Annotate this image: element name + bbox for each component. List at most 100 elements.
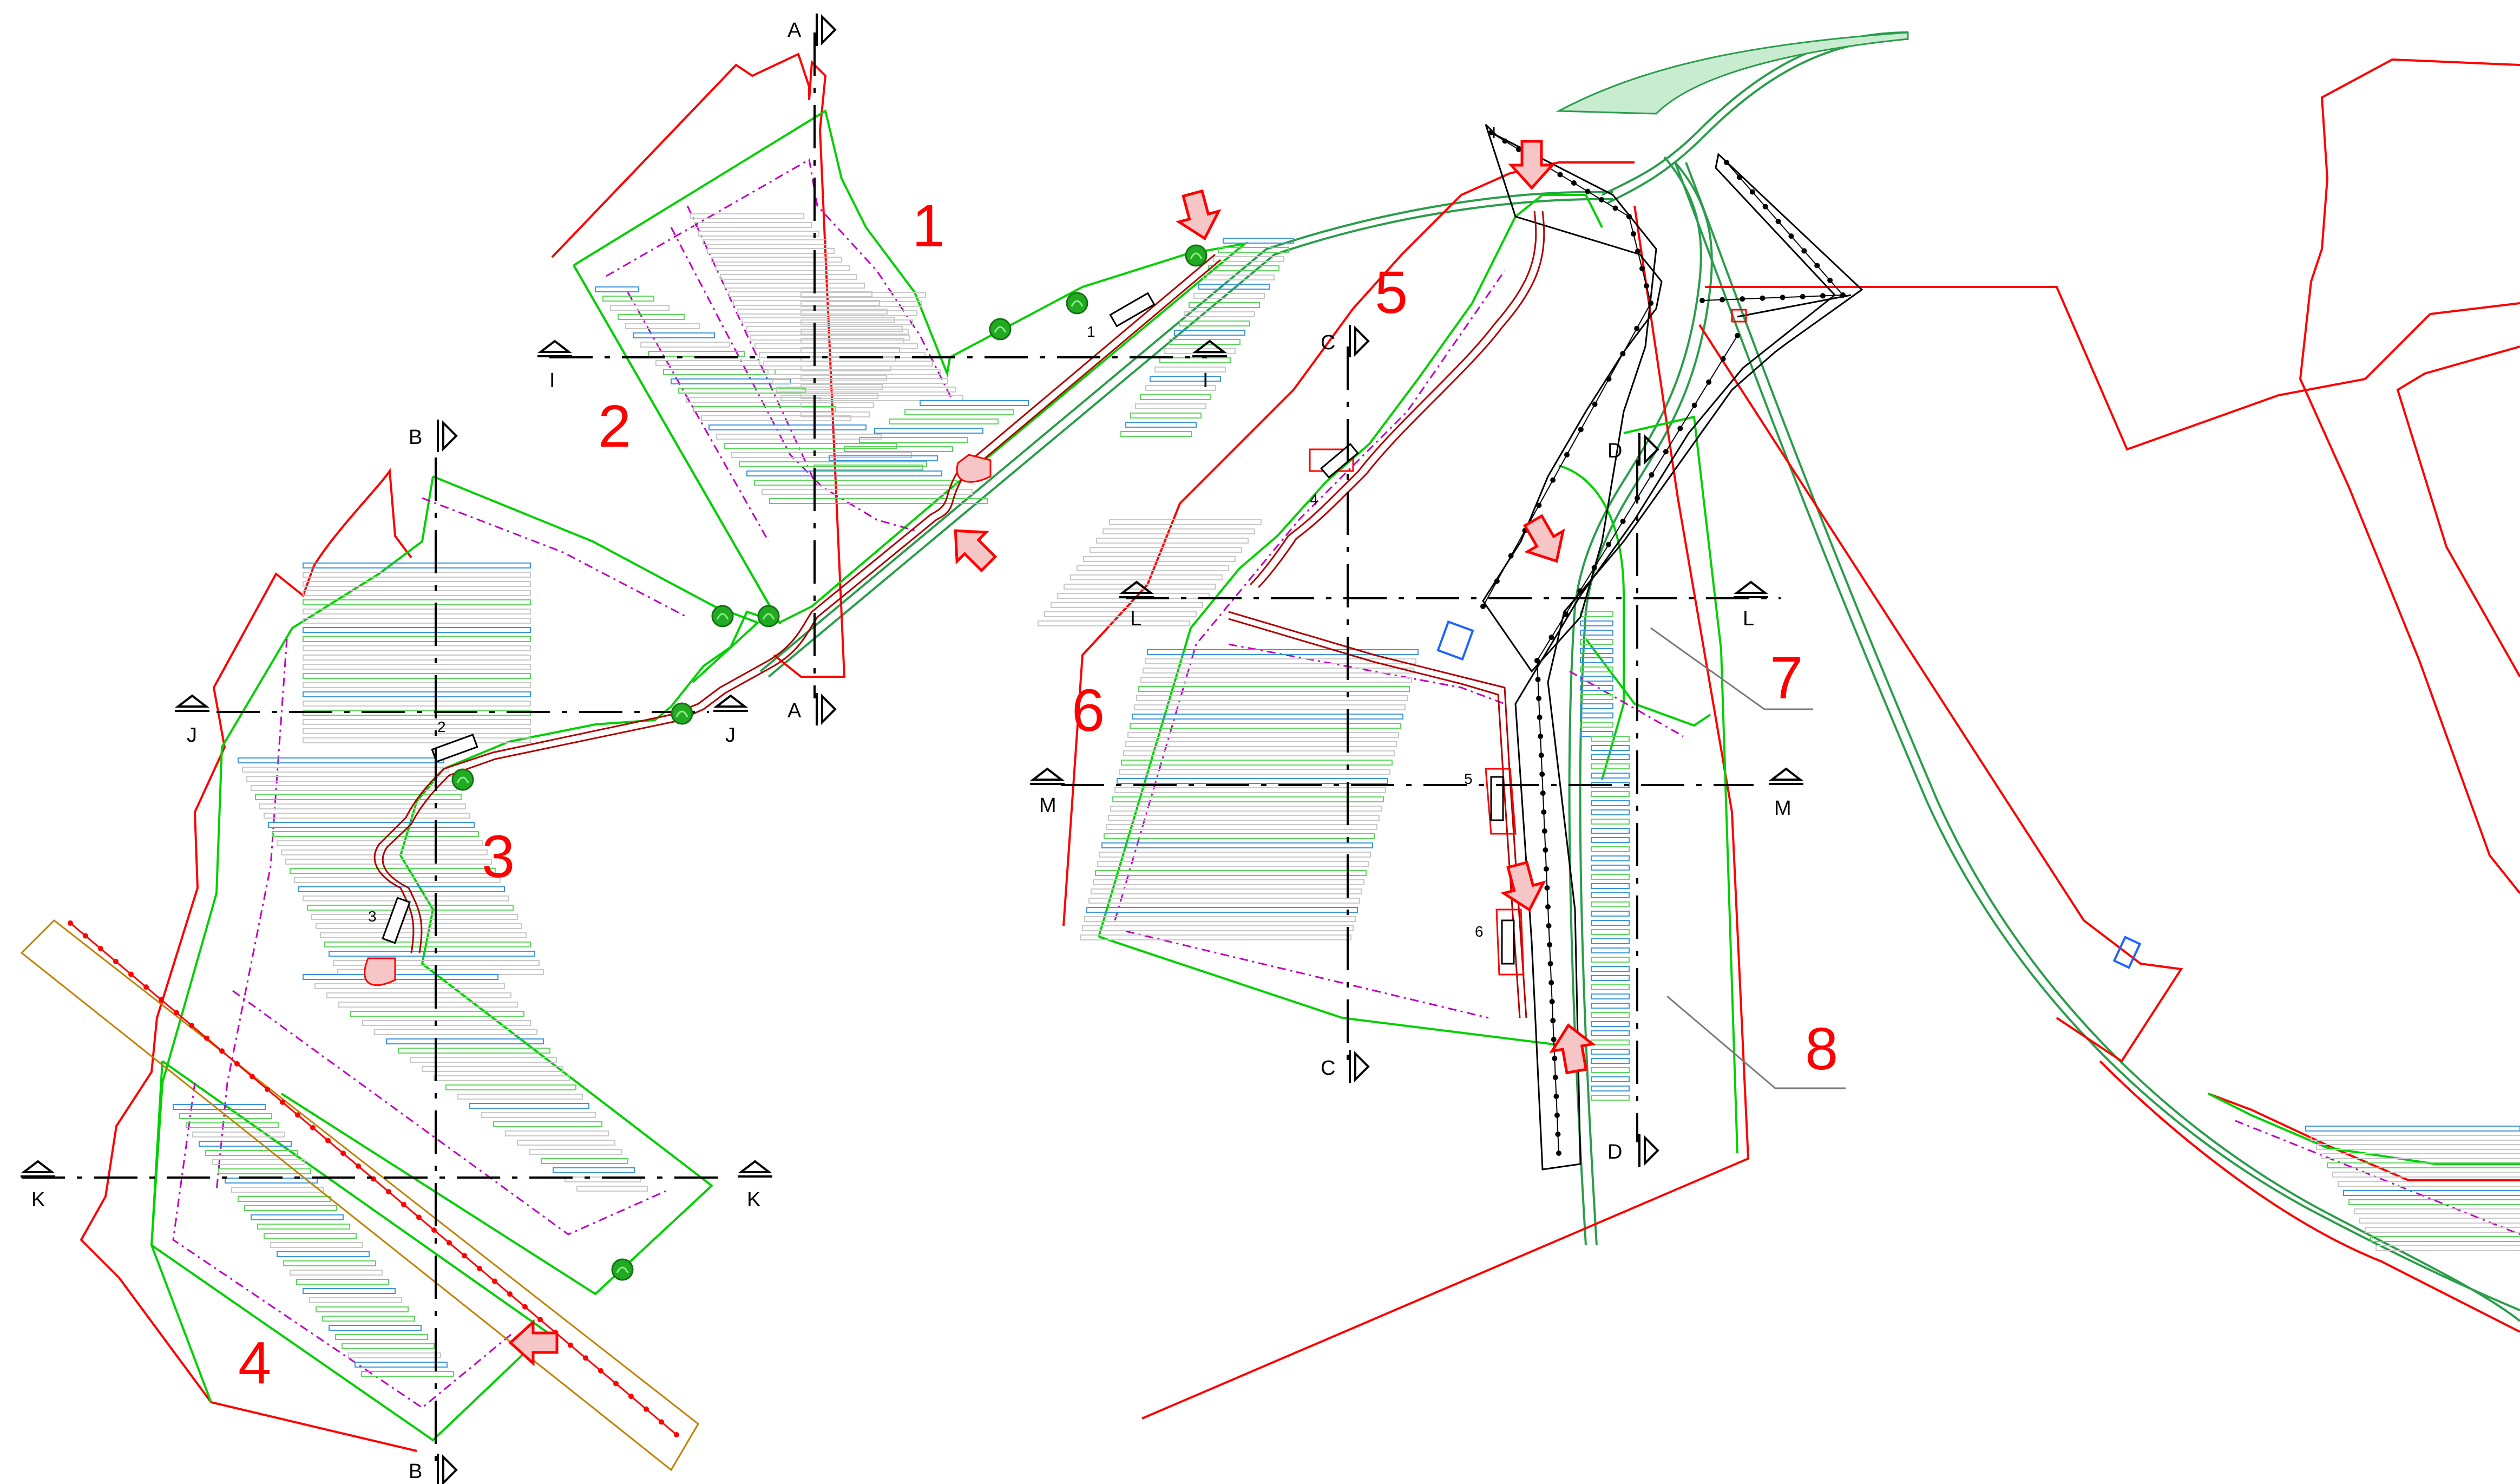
panel-row	[1154, 367, 1226, 372]
panel-row	[348, 1352, 441, 1358]
entrance-number-5: 5	[1464, 770, 1473, 787]
panel-row	[322, 1316, 415, 1322]
panel-row	[724, 283, 865, 289]
panel-row	[231, 1187, 324, 1193]
panel-row	[283, 1260, 376, 1266]
panel-row	[1198, 284, 1270, 290]
panel-row	[303, 581, 531, 587]
wire-line	[1482, 303, 1651, 607]
panel-row	[1117, 778, 1388, 784]
panel-row	[1591, 911, 1630, 917]
panel-row	[1208, 265, 1279, 271]
panel-row	[303, 719, 531, 725]
panel-row	[238, 757, 444, 763]
setback-lines	[172, 158, 2520, 1409]
panel-row	[618, 314, 685, 320]
section-label-b-bottom: B	[409, 1460, 422, 1483]
section-marker-icon	[19, 1160, 56, 1178]
panel-row	[1091, 888, 1362, 894]
entry-arrows	[510, 141, 1597, 1363]
section-label-m-right: M	[1774, 797, 1791, 820]
panel-row	[1110, 806, 1382, 812]
panel-row	[350, 1011, 524, 1017]
panel-row	[199, 1141, 292, 1147]
tree-icon	[711, 605, 734, 627]
zone-inner-boundaries	[150, 109, 2520, 1442]
panel-row	[1591, 1030, 1630, 1036]
panel-row	[762, 489, 973, 495]
access-road	[759, 191, 1613, 678]
panel-row	[335, 1334, 428, 1340]
wire-line	[70, 923, 677, 1435]
panel-row	[1083, 556, 1236, 562]
entry-arrow-icon	[1498, 860, 1550, 916]
panel-row	[1136, 695, 1408, 701]
panel-row	[244, 1205, 337, 1211]
section-marker-icon	[1638, 1133, 1659, 1168]
panel-row	[316, 1306, 409, 1312]
section-marker-icon	[174, 695, 211, 712]
panel-row	[1591, 745, 1630, 751]
panel-row	[772, 378, 948, 384]
zone-number-2: 2	[598, 393, 631, 460]
panel-row	[1108, 815, 1380, 821]
panel-row	[303, 645, 531, 651]
panel-row	[920, 400, 1029, 406]
panel-row	[1038, 620, 1190, 626]
panel-row	[1159, 357, 1231, 363]
section-label-l-right: L	[1743, 607, 1754, 630]
panel-row	[303, 563, 531, 568]
panel-row	[1086, 907, 1358, 913]
panel-row	[303, 728, 531, 734]
panel-row	[1591, 938, 1630, 944]
panel-row	[800, 393, 878, 399]
wire-line	[1702, 295, 1843, 301]
panel-row	[1591, 1067, 1630, 1073]
panel-row	[671, 378, 791, 384]
panel-row	[1591, 984, 1630, 990]
panel-row	[1082, 925, 1354, 931]
panel-row	[1102, 528, 1255, 534]
panel-row	[703, 239, 827, 245]
panel-row	[780, 395, 963, 401]
panel-row	[1591, 901, 1630, 907]
panel-row	[844, 446, 953, 452]
section-label-a-bottom: A	[788, 699, 802, 722]
panel-row	[1580, 712, 1613, 718]
panel-row	[1218, 247, 1289, 253]
panel-row	[303, 691, 531, 697]
panel-row	[303, 599, 531, 605]
panel-row	[333, 960, 540, 966]
panel-row	[711, 257, 842, 263]
tree-icon	[451, 768, 474, 791]
panel-row	[595, 286, 639, 292]
panel-row	[731, 452, 912, 458]
panel-row	[2365, 1227, 2520, 1233]
tree-icon	[989, 318, 1012, 341]
panel-row	[655, 360, 760, 366]
panel-row	[1591, 800, 1630, 806]
panel-row	[2316, 1144, 2520, 1150]
panel-row	[1580, 648, 1613, 654]
panel-row	[800, 402, 874, 408]
panel-row	[625, 323, 700, 329]
panel-row	[602, 296, 654, 302]
panel-row	[362, 1020, 531, 1026]
panel-row	[268, 822, 475, 828]
panel-row	[698, 231, 819, 237]
section-label-k-right: K	[747, 1188, 760, 1211]
small-red-square	[1731, 309, 1747, 323]
panel-row	[1591, 892, 1630, 898]
panel-row	[1140, 394, 1211, 400]
panel-row	[1580, 676, 1613, 682]
panel-row	[1051, 602, 1203, 608]
panel-row	[251, 1214, 344, 1220]
panel-row	[285, 859, 492, 865]
panel-row	[481, 1112, 596, 1118]
panel-row	[1140, 677, 1412, 683]
panel-row	[701, 415, 851, 421]
panel-row	[1120, 431, 1192, 437]
panel-row	[678, 388, 806, 394]
panel-row	[1112, 796, 1384, 802]
panel-row	[272, 831, 479, 837]
